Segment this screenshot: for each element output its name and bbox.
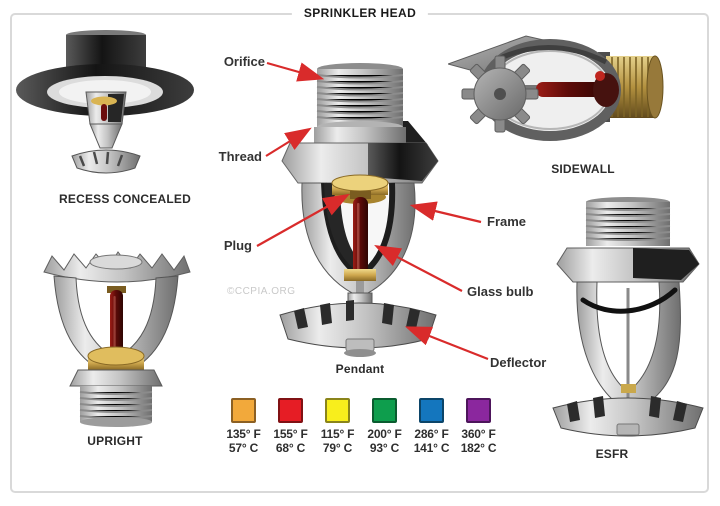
legend-item-135f: 135° F 57° C <box>222 398 265 455</box>
diagram-title: SPRINKLER HEAD <box>291 6 429 20</box>
pendant-sprinkler-illustration <box>279 63 439 357</box>
legend-celsius: 141° C <box>413 441 450 455</box>
sidewall-sprinkler-illustration <box>448 35 664 141</box>
orange-swatch <box>231 398 256 423</box>
yellow-swatch <box>325 398 350 423</box>
legend-fahrenheit: 360° F <box>461 427 496 441</box>
recess-concealed-sprinkler-illustration <box>16 30 194 174</box>
legend-celsius: 79° C <box>322 441 353 455</box>
blue-swatch <box>419 398 444 423</box>
frame-label: Frame <box>487 214 527 229</box>
upright-sprinkler-illustration <box>43 251 191 427</box>
legend-fahrenheit: 286° F <box>414 427 449 441</box>
deflector-label: Deflector <box>490 355 547 370</box>
legend-fahrenheit: 135° F <box>226 427 261 441</box>
esfr-caption: ESFR <box>595 447 629 461</box>
red-swatch <box>278 398 303 423</box>
sidewall-caption: SIDEWALL <box>551 162 615 176</box>
recess-concealed-caption: RECESS CONCEALED <box>59 192 191 206</box>
legend-fahrenheit: 200° F <box>367 427 402 441</box>
legend-item-115f: 115° F 79° C <box>316 398 359 455</box>
glass-bulb-label: Glass bulb <box>467 284 534 299</box>
legend-celsius: 68° C <box>275 441 306 455</box>
purple-swatch <box>466 398 491 423</box>
watermark: ©CCPIA.ORG <box>227 286 296 297</box>
legend-fahrenheit: 115° F <box>320 427 355 441</box>
legend-celsius: 182° C <box>460 441 497 455</box>
legend-item-286f: 286° F 141° C <box>410 398 453 455</box>
legend-item-360f: 360° F 182° C <box>457 398 500 455</box>
pendant-caption: Pendant <box>335 362 385 376</box>
legend-celsius: 93° C <box>369 441 400 455</box>
legend-item-155f: 155° F 68° C <box>269 398 312 455</box>
green-swatch <box>372 398 397 423</box>
thread-label: Thread <box>218 149 262 164</box>
plug-label: Plug <box>223 238 252 253</box>
legend-fahrenheit: 155° F <box>273 427 308 441</box>
legend-celsius: 57° C <box>228 441 259 455</box>
orifice-label: Orifice <box>223 54 265 69</box>
esfr-sprinkler-illustration <box>552 197 704 437</box>
upright-caption: UPRIGHT <box>87 434 143 448</box>
legend-item-200f: 200° F 93° C <box>363 398 406 455</box>
temperature-legend: 135° F 57° C 155° F 68° C 115° F 79° C 2… <box>222 398 500 455</box>
